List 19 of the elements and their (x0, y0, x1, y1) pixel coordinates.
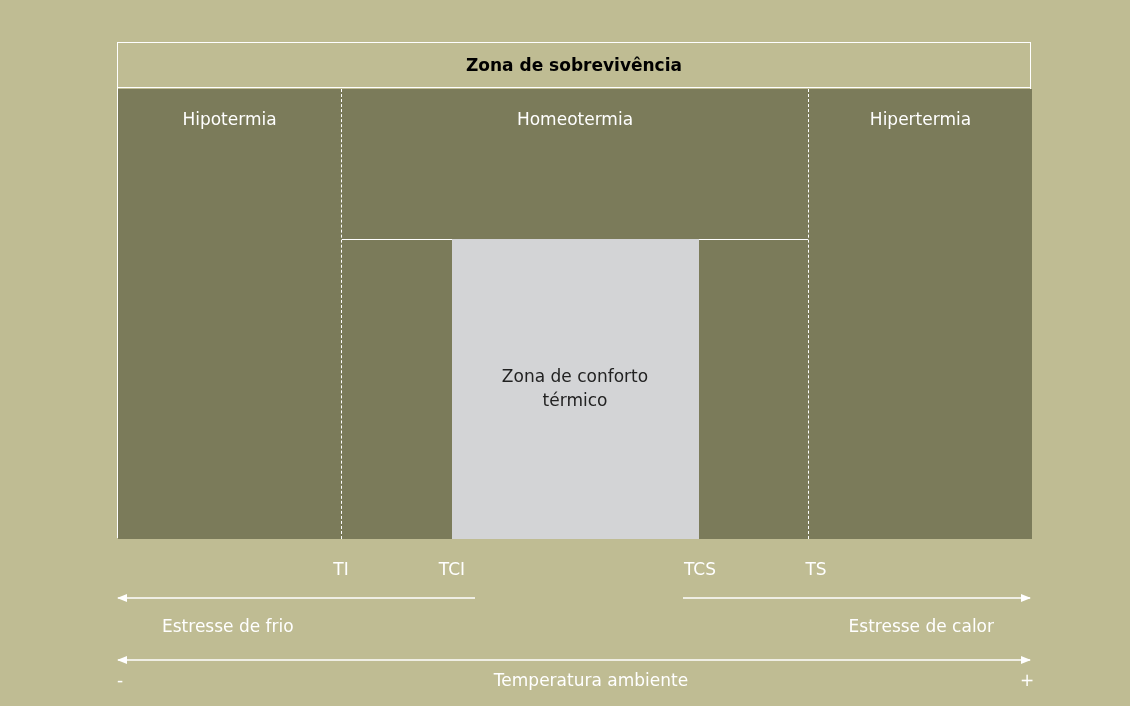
thermal-comfort-zone (452, 239, 699, 539)
zone-label: Hipertermia (868, 108, 973, 131)
axis-label: Temperatura ambiente (493, 669, 689, 691)
hypothermia-zone (118, 89, 341, 539)
zone-label: Hipotermia (181, 108, 278, 131)
stress-label: Estresse de frio (162, 615, 294, 637)
zone-label: Zona de conforto térmico (500, 365, 650, 412)
threshold-label: TCS (683, 558, 717, 580)
sign-label: - (116, 669, 124, 691)
threshold-label: TCI (438, 558, 466, 580)
stress-label: Estresse de calor (848, 615, 994, 637)
sign-label: + (1019, 669, 1035, 691)
homeothermia-zone (341, 89, 809, 539)
hyperthermia-zone (809, 89, 1032, 539)
zone-heading: Zona de sobrevivência (118, 43, 1030, 88)
zone-label: Homeotermia (515, 108, 635, 131)
survival-zone-box (117, 42, 1031, 538)
threshold-label: TI (333, 558, 349, 580)
threshold-label: TS (805, 558, 827, 580)
